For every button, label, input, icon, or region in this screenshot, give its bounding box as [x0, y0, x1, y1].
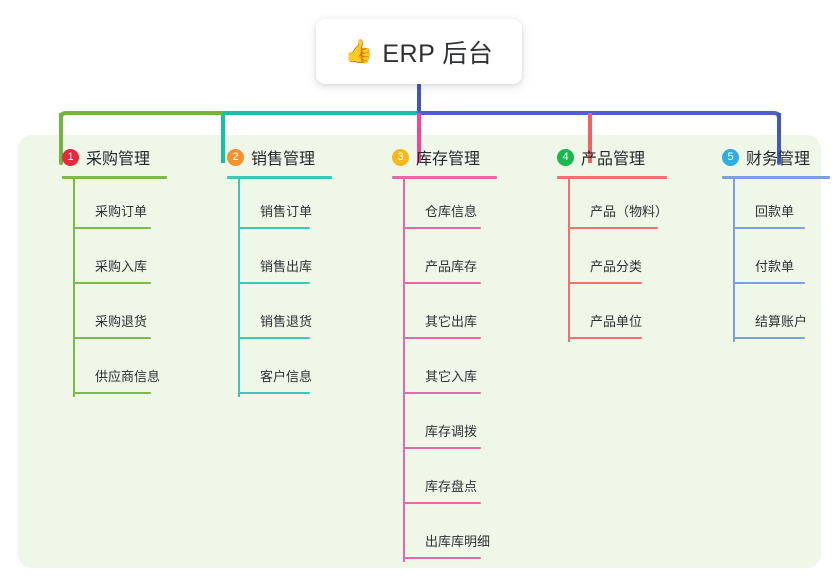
- branch-item-rule: [403, 447, 481, 449]
- branch-title-5: 财务管理: [746, 151, 811, 168]
- branch-item-label: 结算账户: [755, 314, 808, 329]
- branch-item-label: 其它入库: [425, 369, 478, 384]
- branch-column-4: 4 产品管理产品（物料） 产品分类产品单位: [535, 146, 668, 342]
- branch-item-rule: [403, 227, 481, 229]
- branch-column-1: 1 采购管理采购订单采购入库采购退货供应商信息: [40, 146, 167, 397]
- branch-title-4: 产品管理: [581, 151, 646, 168]
- branch-title-3: 库存管理: [416, 151, 481, 168]
- branch-column-5: 5 财务管理回款单付款单结算账户: [700, 146, 830, 342]
- root-node-card[interactable]: 👍 ERP 后台: [316, 19, 522, 84]
- branch-header-4[interactable]: 4 产品管理: [535, 146, 645, 168]
- branch-item-rule: [568, 227, 658, 229]
- branch-item-label: 销售订单: [260, 204, 313, 219]
- branch-header-1[interactable]: 1 采购管理: [40, 146, 150, 168]
- branch-item-rule: [73, 227, 151, 229]
- branch-item-label: 采购订单: [95, 204, 148, 219]
- branch-spine-5: [733, 177, 735, 342]
- branch-item-label: 产品库存: [425, 259, 478, 274]
- branch-item-label: 其它出库: [425, 314, 478, 329]
- branch-item-rule: [733, 282, 805, 284]
- branch-item-label: 客户信息: [260, 369, 313, 384]
- branch-header-3[interactable]: 3 库存管理: [370, 146, 480, 168]
- thumbs-up-icon: 👍: [344, 38, 374, 64]
- branch-item-rule: [403, 392, 481, 394]
- branch-header-5[interactable]: 5 财务管理: [700, 146, 810, 168]
- branch-item-rule: [403, 502, 481, 504]
- branch-badge-1: 1: [62, 148, 79, 166]
- branch-spine-2: [238, 177, 240, 397]
- branch-spine-3: [403, 177, 405, 562]
- branch-item-rule: [733, 227, 805, 229]
- branch-spine-4: [568, 177, 570, 342]
- branch-badge-5: 5: [722, 148, 739, 166]
- branch-header-rule-5: [722, 176, 830, 179]
- branch-header-rule-4: [557, 176, 667, 179]
- branch-item-rule: [568, 337, 642, 339]
- branch-item-rule: [403, 337, 481, 339]
- branch-badge-4: 4: [557, 148, 574, 166]
- branch-item-label: 回款单: [755, 204, 795, 219]
- branch-item-rule: [73, 392, 151, 394]
- branch-item-rule: [238, 392, 310, 394]
- branch-header-rule-1: [62, 176, 167, 179]
- branch-item-rule: [73, 337, 151, 339]
- branch-title-2: 销售管理: [251, 151, 316, 168]
- branch-item-label: 库存盘点: [425, 479, 478, 494]
- branch-item-rule: [403, 282, 481, 284]
- branch-header-2[interactable]: 2 销售管理: [205, 146, 315, 168]
- branch-item-label: 产品分类: [590, 259, 643, 274]
- branch-item-label: 出库库明细: [425, 534, 491, 549]
- branch-header-rule-3: [392, 176, 497, 179]
- diagram-panel-background: [18, 135, 821, 568]
- branch-title-1: 采购管理: [86, 151, 151, 168]
- branch-item-rule: [238, 282, 310, 284]
- branch-item-label: 产品（物料）: [590, 204, 669, 219]
- branch-column-2: 2 销售管理销售订单销售出库销售退货客户信息: [205, 146, 332, 397]
- branch-item-label: 销售出库: [260, 259, 313, 274]
- branch-item-label: 采购退货: [95, 314, 148, 329]
- branch-badge-3: 3: [392, 148, 409, 166]
- branch-header-rule-2: [227, 176, 332, 179]
- branch-column-3: 3 库存管理仓库信息产品库存其它出库其它入库库存调拨库存盘点出库库明细: [370, 146, 497, 562]
- branch-item-label: 付款单: [755, 259, 795, 274]
- branch-item-rule: [733, 337, 805, 339]
- branch-item-rule: [568, 282, 642, 284]
- branch-item-label: 供应商信息: [95, 369, 161, 384]
- root-title: ERP 后台: [382, 39, 494, 68]
- branch-item-label: 采购入库: [95, 259, 148, 274]
- branch-item-rule: [403, 557, 481, 559]
- branch-item-rule: [73, 282, 151, 284]
- branch-item-label: 库存调拨: [425, 424, 478, 439]
- branch-item-label: 销售退货: [260, 314, 313, 329]
- branch-item-label: 产品单位: [590, 314, 643, 329]
- branch-item-label: 仓库信息: [425, 204, 478, 219]
- branch-spine-1: [73, 177, 75, 397]
- branch-badge-2: 2: [227, 148, 244, 166]
- branch-item-rule: [238, 227, 310, 229]
- branch-item-rule: [238, 337, 310, 339]
